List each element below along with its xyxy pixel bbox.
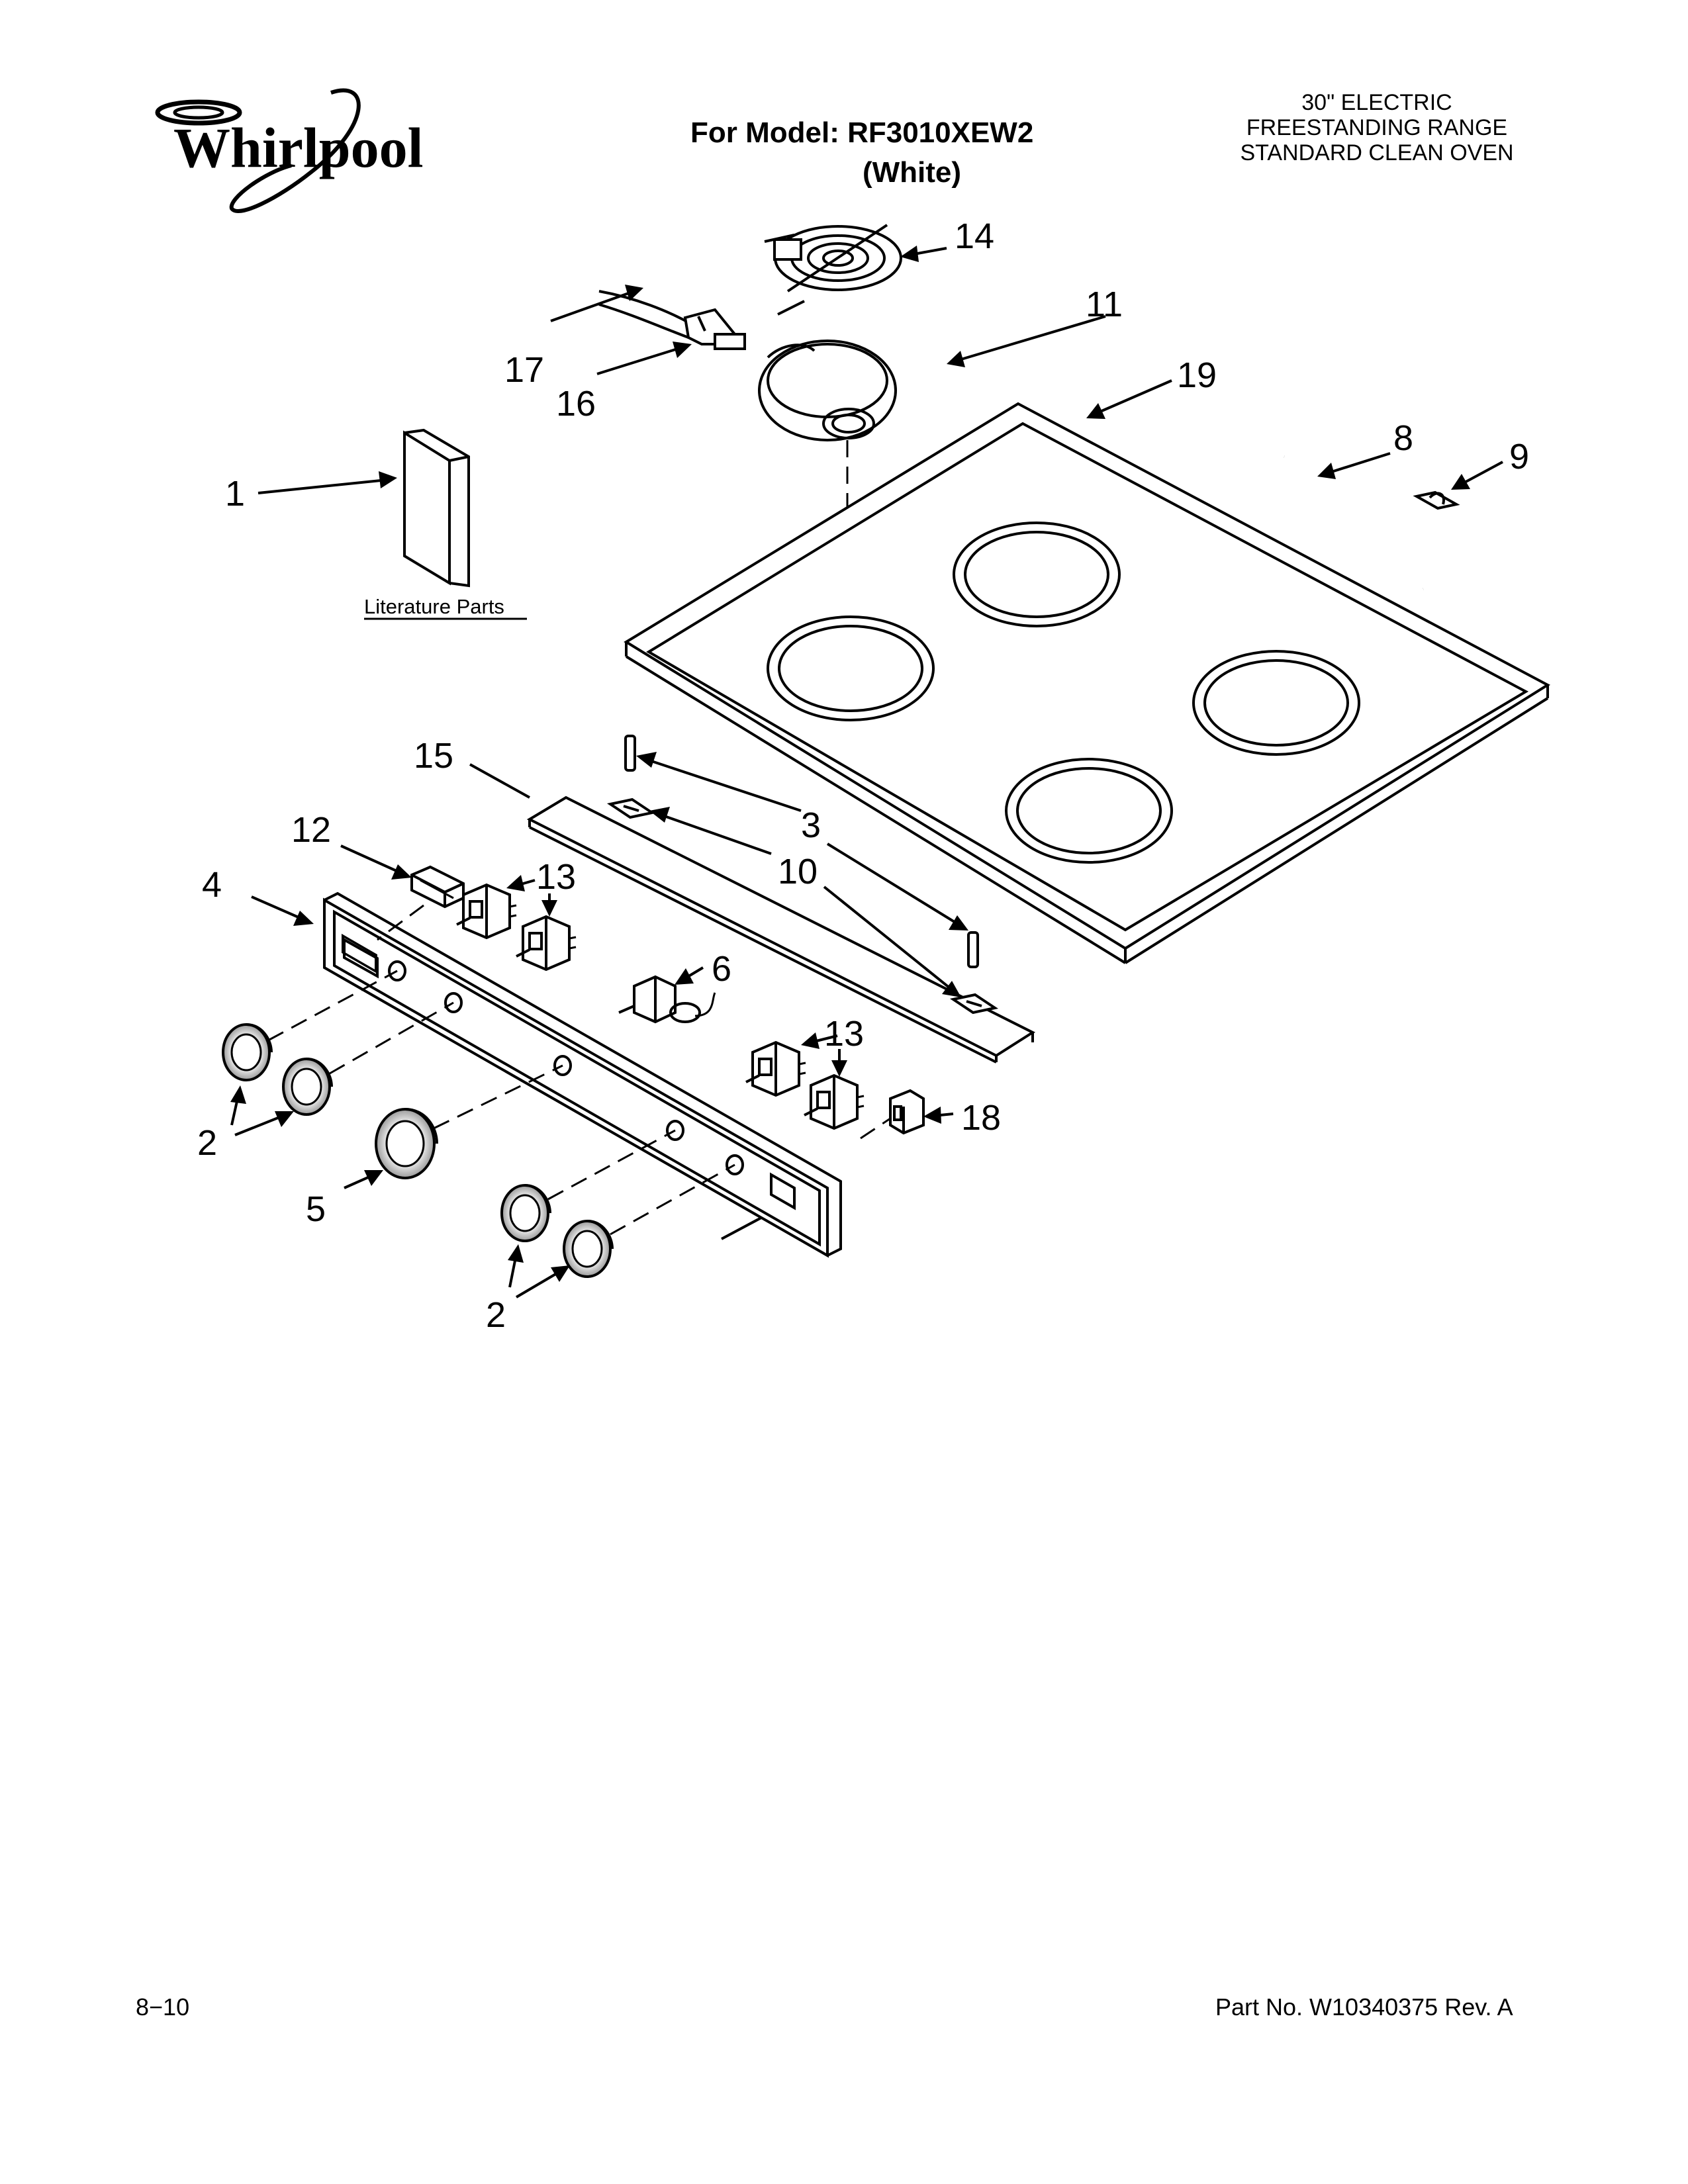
rod-clip [1413,490,1460,510]
callout-8: 8 [1393,418,1413,458]
control-knob [563,1220,614,1278]
mounting-pin [967,931,979,968]
surface-element-coil [764,224,902,316]
control-knob [500,1184,551,1242]
part-number: Part No. W10340375 Rev. A [1215,1993,1513,2021]
callout-2: 2 [197,1123,217,1163]
callout-10: 10 [778,852,818,891]
callout-16: 16 [556,384,596,424]
assembly-lines [267,904,891,1236]
callout-numbers: 1 2 2 3 4 5 6 8 9 10 11 12 13 13 14 15 1… [197,216,1529,1335]
callout-2: 2 [486,1295,506,1335]
oven-control-switch [618,975,716,1024]
cooktop-hinge-rod [1283,455,1454,591]
heat-shield [526,796,1036,1064]
callout-3: 3 [801,805,821,845]
callout-11: 11 [1086,285,1123,324]
pin-pad [606,797,656,819]
callout-19: 19 [1177,355,1217,395]
callout-12: 12 [291,810,331,850]
mounting-pin [624,735,636,772]
leader-lines [230,246,1503,1298]
callout-13: 13 [536,857,576,897]
model-color: (White) [863,156,962,189]
terminal-block-and-wires [598,290,746,350]
product-line-2: FREESTANDING RANGE [1246,115,1508,140]
callout-14: 14 [955,216,994,256]
model-title: For Model: RF3010XEW2 [690,116,1034,149]
product-line-1: 30" ELECTRIC [1301,90,1452,115]
callout-6: 6 [712,949,731,989]
oven-control-knob [375,1108,438,1179]
control-panel [323,891,842,1258]
control-knob [222,1023,273,1081]
callout-9: 9 [1509,437,1529,477]
indicator-light [410,865,465,909]
callout-15: 15 [414,736,453,776]
callout-18: 18 [961,1098,1001,1138]
burner-opening [1005,758,1173,864]
burner-opening [953,522,1121,627]
brand-wordmark: Whirlpool [173,116,424,179]
control-knob [282,1058,333,1116]
whirlpool-logo: Whirlpool [155,88,424,213]
infinite-switch [516,915,577,972]
rocker-switch [889,1089,925,1135]
callout-1: 1 [225,474,245,514]
infinite-switch [745,1040,806,1097]
literature-parts-label: Literature Parts [364,595,504,618]
infinite-switch [804,1073,865,1130]
infinite-switch [456,883,517,940]
product-line-3: STANDARD CLEAN OVEN [1240,140,1514,165]
cooktop [624,402,1551,964]
callout-5: 5 [306,1189,326,1229]
pin-pad [949,993,999,1015]
drip-bowl [758,340,897,441]
callout-13: 13 [824,1014,864,1054]
callout-4: 4 [202,865,222,905]
burner-opening [1192,650,1360,756]
date-code: 8−10 [136,1993,190,2021]
burner-opening [767,615,935,721]
literature-parts-book [403,428,470,588]
product-description: 30" ELECTRIC FREESTANDING RANGE STANDARD… [1228,90,1526,165]
callout-17: 17 [504,350,544,390]
